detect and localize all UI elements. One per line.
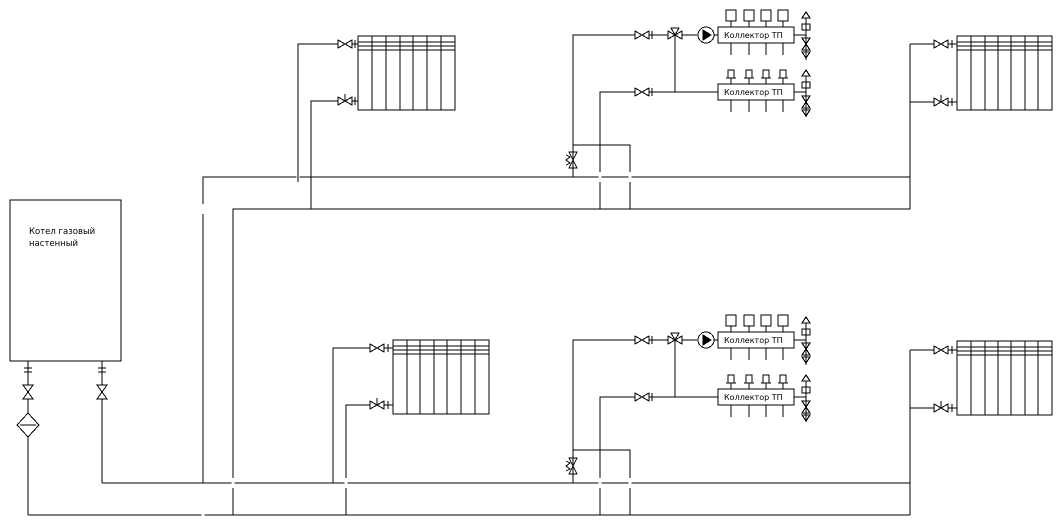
main-pipes bbox=[28, 34, 934, 516]
boiler-connections bbox=[16, 361, 108, 515]
radiator-bottom-left-valves bbox=[369, 343, 393, 410]
pipe-crossings bbox=[201, 172, 632, 520]
boiler-label-line2: настенный bbox=[29, 239, 78, 249]
collector-bottom-return-label: Коллектор ТП bbox=[724, 393, 783, 402]
radiator-bottom-right bbox=[956, 340, 1053, 416]
radiator-top-left bbox=[357, 35, 456, 111]
collector-top-supply-label: Коллектор ТП bbox=[724, 31, 783, 40]
collector-bottom-supply-label: Коллектор ТП bbox=[724, 336, 783, 345]
radiator-top-right bbox=[956, 35, 1053, 111]
radiator-top-left-valves bbox=[337, 39, 358, 106]
radiator-bottom-right-valves bbox=[933, 345, 957, 413]
boiler-label-line1: Котел газовый bbox=[29, 227, 95, 237]
radiator-top-right-valves bbox=[933, 39, 957, 107]
collector-group-bottom: Коллектор ТП Коллектор ТП bbox=[565, 314, 811, 475]
radiator-bottom-left bbox=[392, 339, 490, 415]
collector-group-top: Коллектор ТП Коллектор ТП bbox=[565, 9, 811, 169]
gas-boiler: Котел газовый настенный bbox=[9, 199, 122, 362]
collector-top-return-label: Коллектор ТП bbox=[724, 88, 783, 97]
